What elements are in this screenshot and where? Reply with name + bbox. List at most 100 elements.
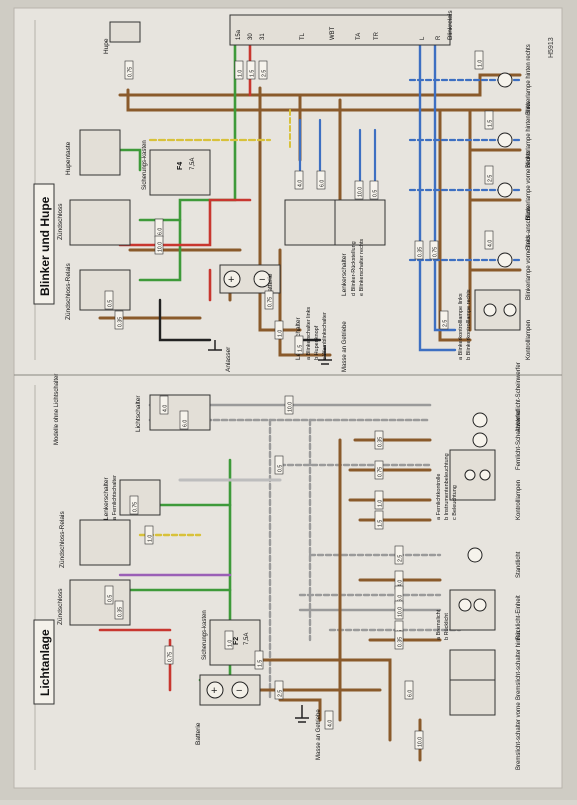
wire-tag-label: 0.5 <box>108 300 114 307</box>
wire-tag-label: 10.0 <box>398 607 404 617</box>
label-sicherungskasten: Sicherungs-kasten <box>142 140 148 190</box>
label-fuse-f4: F4 <box>177 162 184 170</box>
label-zuendschloss-relais: Zündschloss-Relais <box>65 263 72 320</box>
wire-tag-label: 0.75 <box>268 297 274 307</box>
svg-text:Lichtanlage: Lichtanlage <box>38 629 52 696</box>
svg-text:+: + <box>228 274 234 286</box>
label-lenkerschalter-right: Lenkerschalter <box>341 253 348 296</box>
svg-text:H5913: H5913 <box>548 37 555 58</box>
label-masse-top: Masse an Getriebe <box>342 321 348 372</box>
wire-tag-label: 6.0 <box>158 228 164 235</box>
wire-tag-label: 0.5 <box>373 190 379 197</box>
wire-tag: 2.5 <box>394 545 404 565</box>
wire-tag-label: 1.0 <box>228 640 234 647</box>
wire-tag-label: 6.0 <box>408 690 414 697</box>
label-anlasser: Anlasser <box>225 346 232 372</box>
label-sicherungskasten-bottom: Sicherungs-kasten <box>202 610 208 660</box>
wire-tag-label: 0.75 <box>433 247 439 257</box>
handlebar-switch-right <box>334 199 386 246</box>
horn-button-box <box>79 129 121 176</box>
wire-tag-label: 0.75 <box>128 67 134 77</box>
wire-tag: 0.75 <box>264 290 274 310</box>
pin-tl: TL <box>300 32 306 40</box>
label-kontroll-a-top: a Blinkerkontrolllampe links <box>458 293 464 360</box>
pin-31: 31 <box>260 33 266 40</box>
wire-tag: 0.75 <box>164 645 174 665</box>
wire-tag: 0.75 <box>429 240 439 260</box>
wire-tag: 1.5 <box>374 510 384 530</box>
ignition-relay-bottom <box>79 519 131 566</box>
tail-light-unit <box>449 589 496 631</box>
label-bremslichtschalter-hinten: Bremslicht-schalter hinten <box>516 631 522 700</box>
wire-tag: 0.75 <box>124 60 134 80</box>
label-blinker-hinten-rechts: Blinkerlampe hinten rechts <box>526 44 532 115</box>
wire-tag: 6.0 <box>154 218 164 238</box>
label-zuendschloss-relais-bottom: Zündschloss-Relais <box>59 511 66 568</box>
label-kontroll-a-bottom: a Fernlichtkontrolle <box>436 474 442 520</box>
wire-tag: 0.35 <box>394 630 404 650</box>
wire-tag-label: 2.5 <box>278 690 284 697</box>
bottom-labels: Modelle ohne Lichtschalter Lichtschalter… <box>54 362 522 770</box>
svg-text:Blinker und Hupe: Blinker und Hupe <box>38 196 52 296</box>
wire-tag-label: 6.0 <box>320 180 326 187</box>
fuse-box-top <box>149 149 211 196</box>
wire-tag-label: 1.5 <box>488 120 494 127</box>
wire-tag: 6.0 <box>179 410 189 430</box>
svg-text:−: − <box>259 274 265 286</box>
pin-tr: TR <box>374 31 380 40</box>
wire-tag-label: 1.0 <box>378 500 384 507</box>
wire-tag: 1.5 <box>484 110 494 130</box>
wire-tag: 6.0 <box>316 170 326 190</box>
wire-tag: 1.0 <box>234 60 244 80</box>
label-hupe: Hupe <box>103 38 110 54</box>
wire-tag: 10.0 <box>154 235 164 255</box>
label-kontrolllampen-bottom: Kontrolllampen <box>516 480 522 520</box>
wire-tag: 6.0 <box>404 680 414 700</box>
handlebar-switch-bottom <box>119 479 161 516</box>
label-blinker-vorne-links: Blinkerlampe vorne links <box>526 235 532 300</box>
label-fuse-rating: 7,5A <box>190 158 196 170</box>
wire-tag-label: 0.75 <box>378 467 384 477</box>
label-zuendschloss-bottom: Zündschloss <box>57 588 64 625</box>
wire-tag: 1.0 <box>224 630 234 650</box>
wire-tag: 2.5 <box>439 310 449 330</box>
wire-tag: 2.5 <box>258 60 268 80</box>
fuse-box-bottom <box>209 619 261 666</box>
label-lenkerschalter-bottom: Lenkerschalter <box>103 477 110 520</box>
wire-tag-label: 0.35 <box>418 247 424 257</box>
label-blinkrelais: Blinkrelais <box>447 10 454 40</box>
wire-tag: 1.0 <box>144 525 154 545</box>
wire-tag: 0.5 <box>104 585 114 605</box>
pin-15a: 15a <box>236 29 242 40</box>
wire-tag-label: 0.75 <box>133 502 139 512</box>
wire-tag: 10.0 <box>394 600 404 620</box>
label-hupentaste: Hupentaste <box>65 141 72 175</box>
label-blinker-hinten-links: Blinkerlampe hinten links <box>526 102 532 168</box>
relay-pin-labels: 15a 30 31 TL WBT TA TR L R <box>236 26 442 40</box>
wire-tag-label: 1.5 <box>258 660 264 667</box>
label-lenkerschalter-d: d Blinker-Rückstellung <box>351 241 357 296</box>
section-title-top: Blinker und Hupe <box>33 183 55 305</box>
label-ruecklicht: b Rücklicht <box>444 613 450 640</box>
wire-tag-label: 0.5 <box>278 465 284 472</box>
lamp-symbols <box>458 72 517 612</box>
top-labels: Hupe Hupentaste Sicherungs-kasten F4 7,5… <box>57 10 532 372</box>
label-fuse-f2: F2 <box>233 637 240 645</box>
wire-tag: 4.0 <box>294 170 304 190</box>
label-bremslichtschalter-vorne: Bremslicht-schalter vorne <box>516 702 522 770</box>
wire-tag-label: 1.0 <box>478 60 484 67</box>
wire-tag-label: 10.0 <box>358 187 364 197</box>
wire-tag: 10.0 <box>284 395 294 415</box>
wire-tag-label: 0.75 <box>168 652 174 662</box>
wire-tag-label: 1.5 <box>250 70 256 77</box>
wire-tag: 1.5 <box>246 60 256 80</box>
wire-tag: 0.35 <box>114 600 124 620</box>
wire-tag-label: 6.0 <box>398 595 404 602</box>
wire-tag: 0.75 <box>374 460 384 480</box>
wire-tag-label: 0.5 <box>108 595 114 602</box>
wire-tag: 2.5 <box>274 680 284 700</box>
label-lenkerschalter-b: b Hupenknopf <box>314 325 320 360</box>
wire-tag-label: 0.35 <box>118 607 124 617</box>
